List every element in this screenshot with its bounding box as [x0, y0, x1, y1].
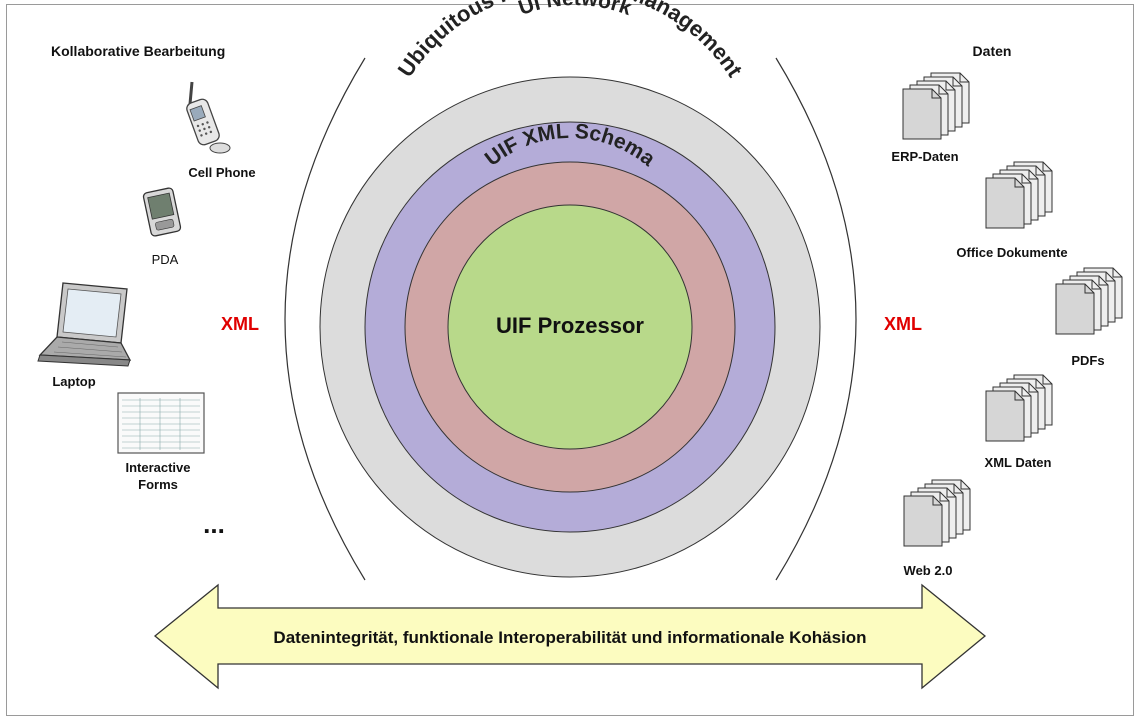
laptop-label: Laptop [52, 374, 95, 389]
ring-label-second: UI Network [516, 0, 635, 20]
pda-label: PDA [152, 252, 179, 267]
ring-label-outer: Ubiquitous Information Management [393, 0, 748, 82]
cell-phone-label: Cell Phone [188, 165, 255, 180]
source-label-xml: XML Daten [985, 455, 1052, 470]
pda-icon [142, 187, 182, 237]
source-label-pdfs: PDFs [1071, 353, 1104, 368]
xml-label-right: XML [884, 314, 922, 334]
core-uif-prozessor [447, 204, 693, 450]
interactive-forms-label-line1: Interactive [125, 460, 190, 475]
double-arrow [153, 583, 987, 690]
arrow-text: Datenintegrität, funktionale Interoperab… [273, 628, 866, 647]
core-label: UIF Prozessor [496, 313, 644, 338]
xml-label-left: XML [221, 314, 259, 334]
ellipsis: ... [203, 509, 225, 539]
laptop-icon [37, 282, 132, 367]
source-label-erp: ERP-Daten [891, 149, 958, 164]
right-bracket-arc [775, 57, 857, 581]
right-panel-title: Daten [973, 43, 1012, 59]
document-stack-icon [902, 72, 970, 140]
document-stack-icon [903, 479, 971, 547]
document-stack-icon [985, 374, 1053, 442]
left-bracket-arc [284, 57, 366, 581]
left-panel-title: Kollaborative Bearbeitung [51, 43, 225, 59]
source-label-web: Web 2.0 [904, 563, 953, 578]
document-stack-icon [985, 161, 1053, 229]
interactive-forms-label-line2: Forms [138, 477, 178, 492]
source-label-office: Office Dokumente [956, 245, 1067, 260]
cell-phone-icon [186, 81, 231, 154]
form-document-icon [117, 392, 205, 454]
document-stack-icon [1055, 267, 1123, 335]
